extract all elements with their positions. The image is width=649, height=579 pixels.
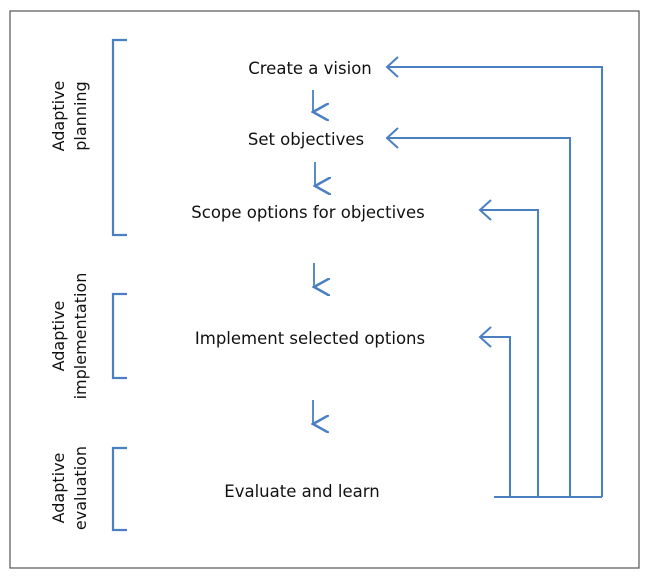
phase-label-evaluation: Adaptive evaluation xyxy=(49,446,90,530)
step-evaluate-learn: Evaluate and learn xyxy=(224,482,379,501)
feedback-line-vision xyxy=(387,66,603,497)
step-scope-options: Scope options for objectives xyxy=(191,203,424,222)
feedback-line-scope xyxy=(480,209,539,497)
phase-label-line1: Adaptive xyxy=(49,301,68,372)
planning-bracket xyxy=(111,38,127,237)
feedback-arrowhead-scope xyxy=(478,199,492,221)
feedback-arrowhead-vision xyxy=(385,56,399,78)
phase-label-implementation: Adaptive implementation xyxy=(49,273,90,400)
phase-label-line1: Adaptive xyxy=(49,81,68,152)
feedback-line-implement xyxy=(480,336,511,497)
phase-label-line2: evaluation xyxy=(71,446,90,530)
implementation-bracket xyxy=(111,292,127,380)
phase-label-line1: Adaptive xyxy=(49,453,68,524)
outer-frame xyxy=(9,10,640,569)
evaluation-bracket xyxy=(111,446,127,532)
phase-label-line2: implementation xyxy=(71,273,90,400)
phase-label-line2: planning xyxy=(71,81,90,150)
feedback-line-objectives xyxy=(387,137,571,497)
feedback-arrowhead-implement xyxy=(478,326,492,348)
feedback-arrowhead-objectives xyxy=(385,127,399,149)
phase-label-planning: Adaptive planning xyxy=(49,81,90,152)
step-implement-options: Implement selected options xyxy=(195,329,425,348)
step-set-objectives: Set objectives xyxy=(248,130,364,149)
step-create-vision: Create a vision xyxy=(248,59,372,78)
